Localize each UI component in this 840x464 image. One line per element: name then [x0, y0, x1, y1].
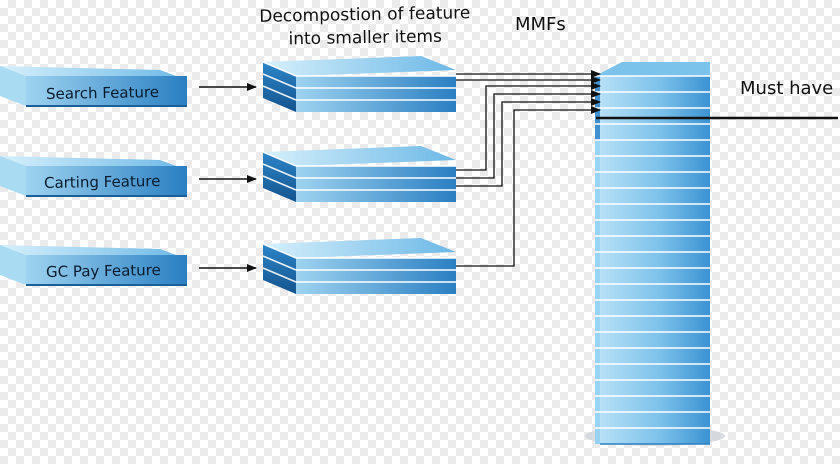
tower-block-side	[595, 284, 600, 300]
must-have-label: Must have	[740, 78, 834, 99]
tower-block-side	[595, 412, 600, 428]
mmf-connector-arrow	[456, 82, 601, 171]
tower-block	[600, 396, 710, 412]
carting-feature-label: Carting Feature	[43, 171, 161, 193]
mmf-connector-arrow	[456, 98, 601, 187]
tower-block-side	[595, 204, 600, 220]
tower-block-side	[595, 332, 600, 348]
stack-top-face	[263, 238, 456, 258]
slab-left-face	[0, 66, 26, 106]
tower-block	[600, 300, 710, 316]
tower-block	[600, 204, 710, 220]
tower-block	[600, 172, 710, 188]
gc-pay-decomposition-stack	[262, 238, 456, 294]
connector-lines	[199, 70, 838, 272]
tower-block-side	[595, 76, 600, 92]
feature-slabs	[0, 66, 187, 286]
tower-block-side	[595, 220, 600, 236]
carting-feature-slab	[0, 156, 187, 197]
stack-layer-divider-side	[262, 243, 297, 259]
gc-pay-feature-slab	[0, 245, 187, 286]
tower-block-side	[595, 348, 600, 364]
mmf-tower	[585, 62, 725, 446]
stack-front-face	[296, 166, 456, 202]
stack-layer-divider-side	[262, 73, 297, 89]
tower-block-side	[595, 380, 600, 396]
tower-block	[600, 188, 710, 204]
tower-block	[600, 268, 710, 284]
tower-block-side	[595, 140, 600, 156]
tower-block	[600, 220, 710, 236]
stack-layer-divider-side	[262, 151, 297, 167]
stack-layer-divider-side	[262, 175, 297, 191]
stack-layer-divider-side	[262, 61, 297, 77]
tower-block	[600, 412, 710, 428]
stack-side-face	[263, 244, 296, 294]
tower-block-side	[595, 172, 600, 188]
search-decomposition-stack	[262, 56, 456, 112]
stack-top-face	[263, 56, 456, 76]
tower-block-side	[595, 252, 600, 268]
slab-front-face	[26, 166, 187, 196]
slab-left-face	[0, 245, 26, 285]
tower-block	[600, 316, 710, 332]
stack-layer-divider-side	[262, 267, 297, 283]
tower-block	[600, 140, 710, 156]
stack-layer-divider-side	[262, 255, 297, 271]
tower-block-side	[595, 156, 600, 172]
tower-block-side	[595, 124, 600, 140]
tower-block-side	[595, 428, 600, 444]
tower-block-side	[595, 108, 600, 124]
mmfs-label: MMFs	[515, 14, 566, 35]
tower-block	[600, 380, 710, 396]
tower-block	[600, 428, 710, 444]
mmf-connector-arrow	[456, 106, 601, 267]
tower-top-face	[595, 62, 710, 76]
tower-block	[600, 156, 710, 172]
tower-block	[600, 252, 710, 268]
search-feature-label: Search Feature	[45, 83, 160, 103]
search-feature-slab	[0, 66, 187, 107]
tower-block-side	[595, 268, 600, 284]
tower-block	[600, 364, 710, 380]
decomposition-heading: Decompostion of feature into smaller ite…	[250, 2, 481, 52]
gc-pay-feature-label: GC Pay Feature	[45, 260, 161, 282]
slab-front-face	[26, 255, 187, 285]
tower-block-side	[595, 188, 600, 204]
stack-top-face	[263, 146, 456, 166]
stack-front-face	[296, 258, 456, 294]
slab-front-face	[26, 76, 187, 106]
decomposition-heading-line2: into smaller items	[288, 26, 443, 50]
tower-block-side	[595, 396, 600, 412]
stack-side-face	[263, 152, 296, 202]
stack-front-face	[296, 76, 456, 112]
tower-block	[600, 76, 710, 92]
tower-block	[600, 332, 710, 348]
tower-block	[600, 92, 710, 108]
stack-layer-divider-side	[262, 163, 297, 179]
stack-side-face	[263, 62, 296, 112]
tower-block	[600, 284, 710, 300]
carting-decomposition-stack	[262, 146, 456, 202]
tower-block	[600, 124, 710, 140]
stack-layer-divider-side	[262, 85, 297, 101]
tower-block-side	[595, 316, 600, 332]
tower-block	[600, 348, 710, 364]
slab-left-face	[0, 156, 26, 196]
mmf-connector-arrow	[456, 90, 601, 179]
tower-block-side	[595, 364, 600, 380]
tower-block-side	[595, 300, 600, 316]
tower-block	[600, 236, 710, 252]
tower-block-side	[595, 236, 600, 252]
tower-block	[600, 108, 710, 124]
decomposition-stacks	[262, 56, 456, 294]
decomposition-heading-line1: Decompostion of feature	[259, 3, 471, 27]
